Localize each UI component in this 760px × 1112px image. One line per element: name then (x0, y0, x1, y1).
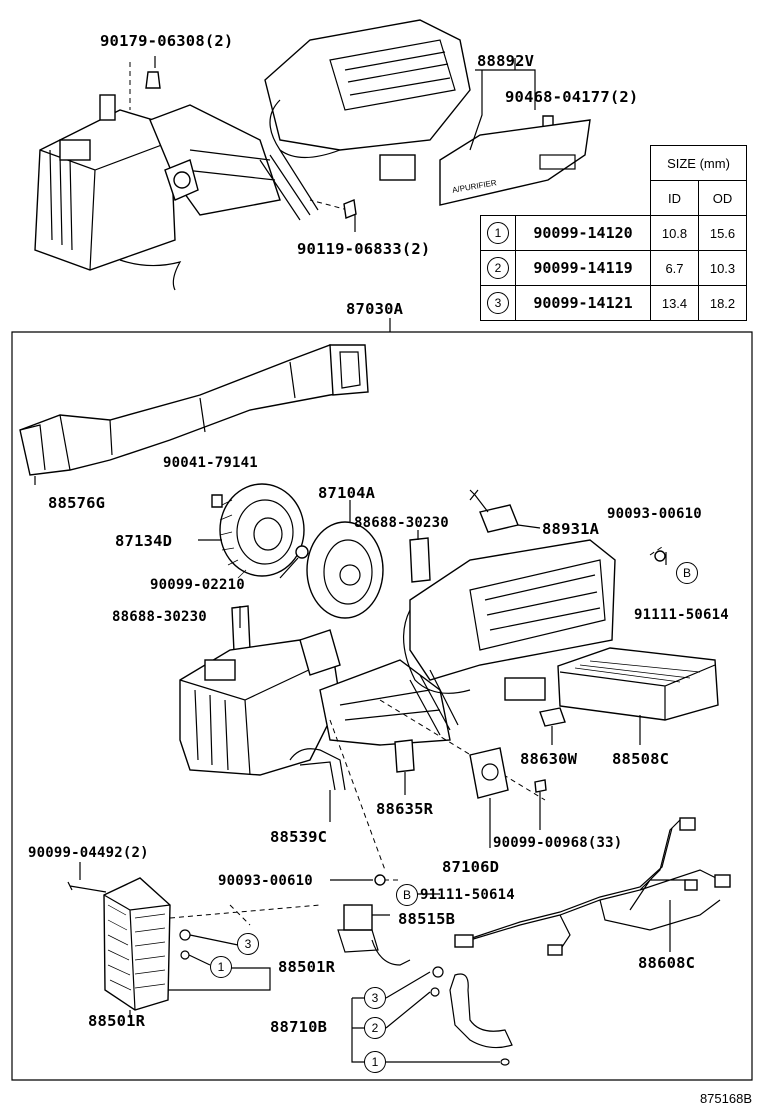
part-label-88892v: 88892V (477, 52, 535, 70)
part-label-90093-b: 90093-00610 (218, 873, 313, 889)
sensor-shape (539, 707, 566, 727)
ref-circle-2-pipe: 2 (364, 1017, 386, 1039)
resistor-shape (394, 739, 415, 773)
bolt-shape (67, 881, 107, 893)
part-label-90099-00968: 90099-00968(33) (493, 835, 623, 851)
part-label-90119: 90119-06833(2) (297, 240, 431, 258)
assembly-label: 87030A (346, 300, 404, 318)
part-label-88688-a: 88688-30230 (354, 515, 449, 531)
part-label-90179: 90179-06308(2) (100, 32, 234, 50)
part-label-88508c: 88508C (612, 750, 670, 768)
part-label-91111-b: 91111-50614 (420, 887, 515, 903)
table-od-value: 18.2 (698, 285, 747, 321)
part-label-88539c: 88539C (270, 828, 328, 846)
servo-a (469, 489, 541, 533)
filter-part (557, 647, 719, 745)
part-label-87106d: 87106D (442, 858, 500, 876)
table-part-number: 90099-14121 (515, 285, 651, 321)
part-label-88501r-b: 88501R (88, 1012, 146, 1030)
ref-circle-3-pipe: 3 (364, 987, 386, 1009)
part-label-88931a: 88931A (542, 520, 600, 538)
part-label-88710b: 88710B (270, 1018, 328, 1036)
part-label-90468: 90468-04177(2) (505, 88, 639, 106)
size-table: SIZE (mm) ID OD 1 90099-14120 10.8 15.6 … (480, 145, 747, 321)
part-label-88688-b: 88688-30230 (112, 609, 207, 625)
table-od-value: 10.3 (698, 250, 747, 286)
ref-circle-b-1: B (676, 562, 698, 584)
servo-d (469, 747, 509, 848)
pipe-part (351, 966, 513, 1066)
expansion-valve (337, 904, 411, 966)
col-od-header: OD (698, 180, 747, 216)
table-part-number: 90099-14119 (515, 250, 651, 286)
part-label-88630w: 88630W (520, 750, 578, 768)
document-id: 875168B (699, 1091, 752, 1106)
ref-circle-b-2: B (396, 884, 418, 906)
clamp-2-shape (231, 605, 251, 653)
part-label-90041: 90041-79141 (163, 455, 258, 471)
part-label-90093-a: 90093-00610 (607, 506, 702, 522)
part-label-90099-02210: 90099-02210 (150, 577, 245, 593)
table-row: 3 90099-14121 13.4 18.2 (480, 285, 747, 321)
part-label-88576g: 88576G (48, 494, 106, 512)
hose-shape (289, 748, 346, 791)
table-id-value: 6.7 (650, 250, 699, 286)
table-row: 1 90099-14120 10.8 15.6 (480, 215, 747, 251)
ref-circle: 1 (487, 222, 509, 244)
ref-circle-1-pipe: 1 (364, 1051, 386, 1073)
ref-circle-1-evap: 1 (210, 956, 232, 978)
table-row: 2 90099-14119 6.7 10.3 (480, 250, 747, 286)
part-label-88608c: 88608C (638, 954, 696, 972)
table-od-value: 15.6 (698, 215, 747, 251)
ref-circle-3-evap: 3 (237, 933, 259, 955)
clamp-1-shape (409, 537, 431, 583)
wire-harness (454, 817, 731, 956)
table-part-number: 90099-14120 (515, 215, 651, 251)
part-label-87134d: 87134D (115, 532, 173, 550)
size-table-header: SIZE (mm) (650, 145, 747, 181)
ref-circle: 2 (487, 257, 509, 279)
blower-fan (198, 483, 309, 579)
part-label-88501r-a: 88501R (278, 958, 336, 976)
assembly-frame (11, 331, 753, 1081)
part-label-91111-a: 91111-50614 (634, 607, 729, 623)
part-label-87104a: 87104A (318, 484, 376, 502)
duct-part (19, 344, 369, 485)
ref-circle: 3 (487, 292, 509, 314)
table-id-value: 10.8 (650, 215, 699, 251)
part-label-88515b: 88515B (398, 910, 456, 928)
part-label-88635r: 88635R (376, 800, 434, 818)
part-label-90099-04492: 90099-04492(2) (28, 845, 149, 861)
col-id-header: ID (650, 180, 699, 216)
table-id-value: 13.4 (650, 285, 699, 321)
blower-motor (306, 500, 384, 619)
main-hvac-case (179, 539, 666, 871)
evaporator (103, 877, 171, 1018)
top-hvac-unit (34, 19, 591, 291)
